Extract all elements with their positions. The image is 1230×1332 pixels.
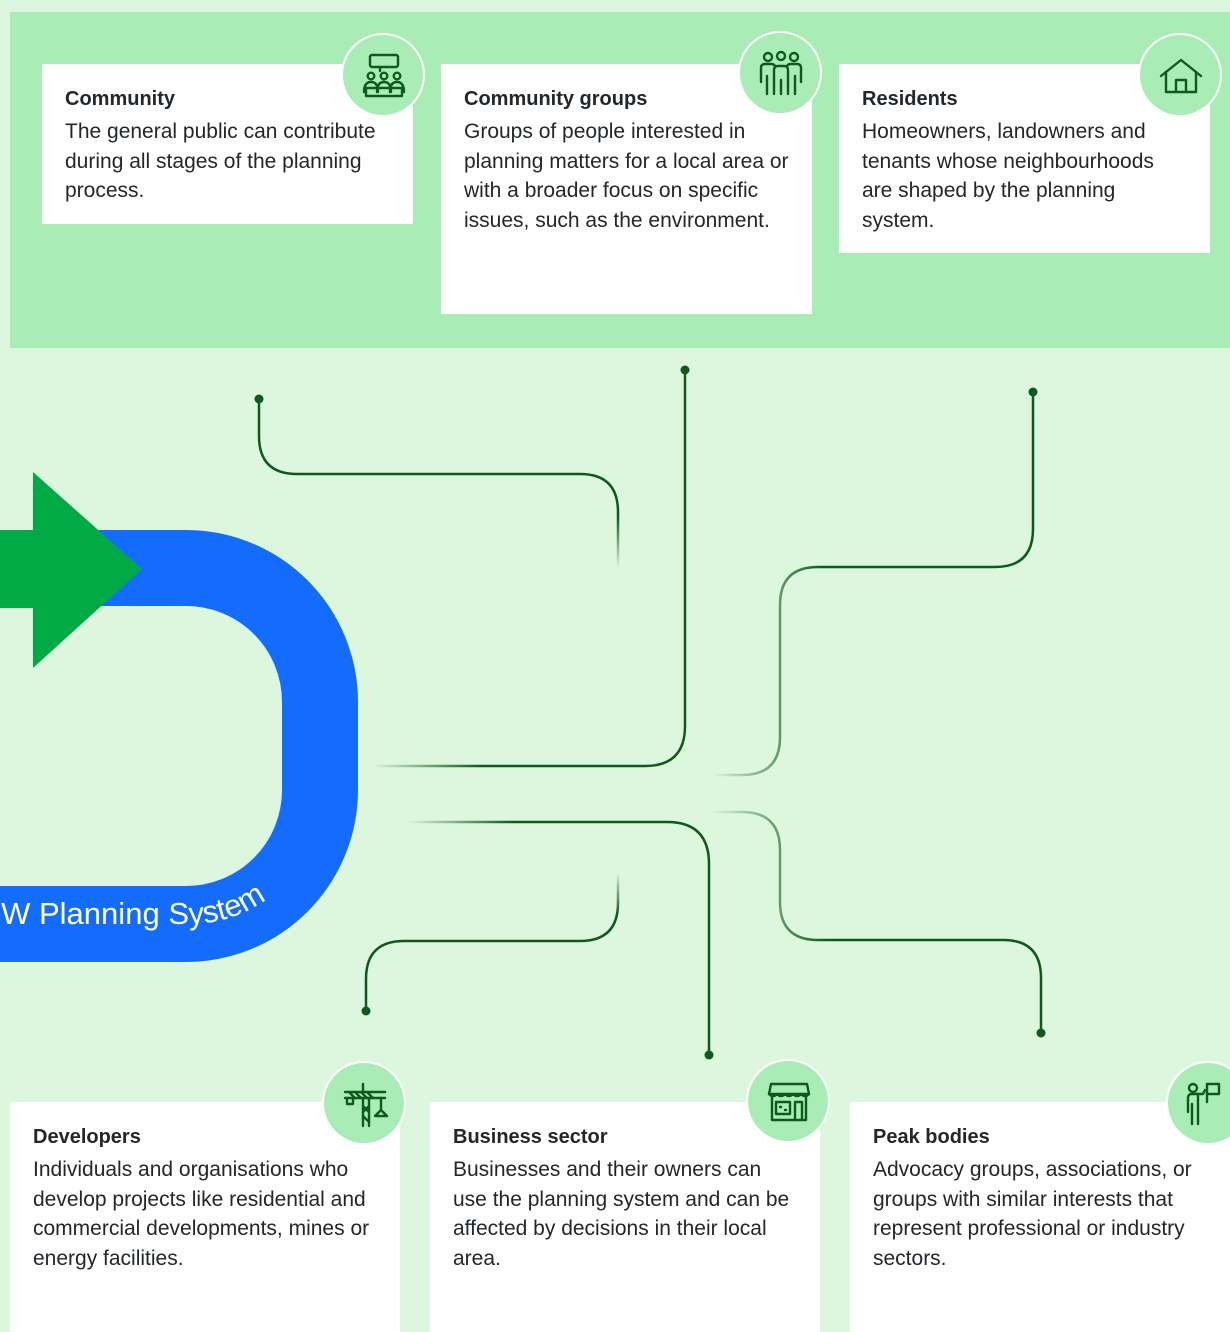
- connector-community: [257, 399, 620, 568]
- card-title: Developers: [33, 1126, 141, 1148]
- card-business-sector: Business sector Businesses and their own…: [430, 1102, 820, 1332]
- connector-peak-bodies: [712, 810, 1043, 1033]
- card-description: Individuals and organisations who develo…: [33, 1158, 370, 1270]
- connector-residents: [712, 392, 1035, 777]
- card-residents: Residents Homeowners, landowners and ten…: [839, 64, 1210, 253]
- card-description: Groups of people interested in planning …: [464, 120, 789, 232]
- shopfront-icon: [746, 1059, 830, 1143]
- connector-business-sector: [408, 820, 711, 1055]
- connector-community-groups: [372, 370, 687, 768]
- card-title: Residents: [862, 88, 958, 110]
- connector-dot-peak-bodies: [1036, 1028, 1046, 1038]
- connector-dot-community-groups: [680, 365, 690, 375]
- card-description: Businesses and their owners can use the …: [453, 1158, 790, 1270]
- person-flag-icon: [1166, 1061, 1230, 1145]
- connector-developers: [364, 872, 620, 1011]
- card-title: Community groups: [464, 88, 648, 110]
- presentation-audience-icon: [341, 33, 425, 117]
- people-group-icon: [738, 31, 822, 115]
- card-community-groups: Community groups Groups of people intere…: [441, 64, 812, 314]
- connector-dot-business-sector: [704, 1050, 714, 1060]
- loop-arrow: [0, 472, 142, 668]
- connector-dot-community: [254, 394, 264, 404]
- card-description: Advocacy groups, associations, or groups…: [873, 1158, 1192, 1270]
- card-peak-bodies: Peak bodies Advocacy groups, association…: [850, 1102, 1230, 1332]
- house-icon: [1138, 33, 1222, 117]
- card-description: Homeowners, landowners and tenants whose…: [862, 120, 1154, 232]
- card-developers: Developers Individuals and organisations…: [10, 1102, 400, 1332]
- card-title: Peak bodies: [873, 1126, 990, 1148]
- construction-crane-icon: [322, 1061, 406, 1145]
- connector-dot-residents: [1028, 387, 1038, 397]
- card-title: Community: [65, 88, 175, 110]
- card-title: Business sector: [453, 1126, 608, 1148]
- planning-loop: [0, 530, 358, 962]
- connector-dot-developers: [361, 1006, 371, 1016]
- card-description: The general public can contribute during…: [65, 120, 376, 202]
